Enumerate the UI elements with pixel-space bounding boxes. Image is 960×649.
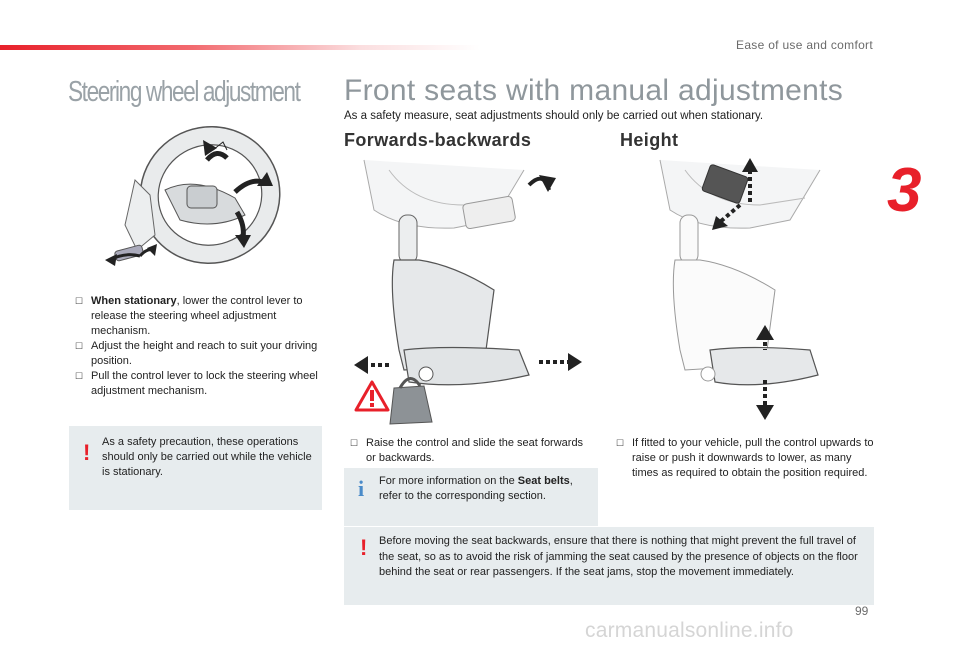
seat-warning-box: ! Before moving the seat backwards, ensu… <box>344 527 874 605</box>
seat-belts-info-box: i For more information on the Seat belts… <box>344 468 598 526</box>
forwards-backwards-heading: Forwards-backwards <box>344 130 532 150</box>
steering-step: Adjust the height and reach to suit your… <box>75 339 320 369</box>
seat-forwards-backwards-illustration <box>354 159 582 425</box>
steering-steps-list: When stationary, lower the control lever… <box>75 294 320 399</box>
forwards-backwards-step: Raise the control and slide the seat for… <box>350 436 590 466</box>
height-heading: Height <box>620 130 679 150</box>
seats-intro-text: As a safety measure, seat adjustments sh… <box>344 110 764 122</box>
steering-step: Pull the control lever to lock the steer… <box>75 369 320 399</box>
warning-icon: ! <box>360 535 368 560</box>
seat-belts-info-text: For more information on the Seat belts, … <box>379 475 573 502</box>
steering-warning-box: ! As a safety precaution, these operatio… <box>69 426 322 510</box>
chapter-number: 3 <box>887 156 922 225</box>
steering-step: When stationary, lower the control lever… <box>75 294 320 339</box>
watermark: carmanualsonline.info <box>585 619 794 642</box>
warning-icon: ! <box>83 440 91 465</box>
seats-section-title: Front seats with manual adjustments <box>344 74 844 107</box>
section-title: Ease of use and comfort <box>736 38 873 52</box>
height-step: If fitted to your vehicle, pull the cont… <box>616 436 876 481</box>
page-number: 99 <box>855 604 869 618</box>
seat-height-illustration <box>659 158 821 420</box>
seat-warning-text: Before moving the seat backwards, ensure… <box>379 535 858 578</box>
steering-warning-text: As a safety precaution, these operations… <box>102 436 312 478</box>
info-icon: i <box>358 476 365 501</box>
header-accent-bar <box>0 45 480 50</box>
steering-section-title: Steering wheel adjustment <box>68 76 301 108</box>
steering-wheel-illustration <box>105 126 281 266</box>
